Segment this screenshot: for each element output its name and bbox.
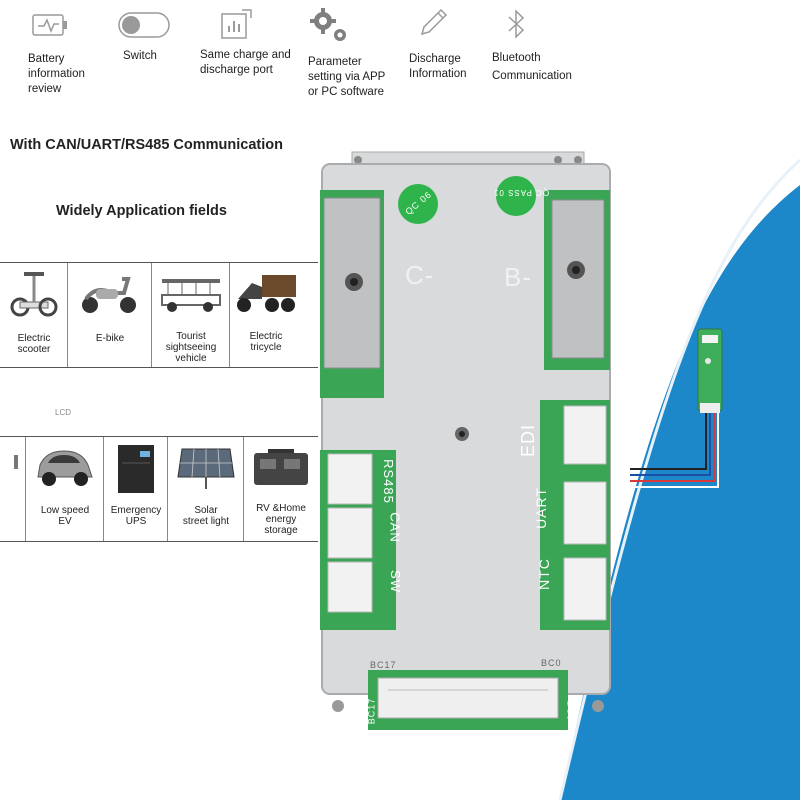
feature-label-line: Discharge — [409, 53, 461, 65]
section-title: Widely Application fields — [56, 203, 227, 219]
left-connectors — [327, 453, 373, 613]
right-connectors — [563, 405, 607, 621]
feature-charge-port: Same charge and discharge port — [198, 0, 303, 110]
feature-label-line: review — [28, 83, 62, 95]
bar-chart-icon — [221, 9, 252, 39]
qc-stamp-right: QC PASS 01 — [493, 188, 550, 197]
feature-label-line: Information — [409, 68, 467, 80]
uart-label: UART — [532, 487, 549, 529]
bluetooth-module — [630, 328, 723, 488]
edi-label: EDI — [518, 423, 539, 458]
toggle-switch-icon — [118, 12, 170, 38]
application-label: RV &Home — [256, 503, 306, 514]
application-label: Electric — [249, 331, 283, 342]
feature-label-line: Bluetooth — [492, 52, 541, 64]
application-label: sightseeing — [165, 342, 217, 353]
feature-label-line: Same charge and — [200, 49, 291, 61]
bluetooth-icon — [508, 9, 525, 39]
application-label: Electric — [17, 333, 51, 344]
tourist-vehicle-icon — [161, 279, 221, 312]
application-label: scooter — [17, 344, 51, 355]
feature-switch: Switch — [118, 0, 188, 110]
bc0-side-label: BC0 — [565, 700, 576, 722]
feature-label-line: or PC software — [308, 86, 385, 98]
energy-storage-icon — [254, 449, 308, 485]
application-label: street light — [182, 516, 230, 527]
rs485-label: RS485 — [380, 459, 396, 504]
bms-board — [320, 151, 611, 730]
b-minus-label: B- — [504, 262, 532, 292]
application-left-edge — [0, 437, 26, 541]
application-label: energy — [265, 514, 297, 525]
sw-label: SW — [387, 570, 403, 593]
feature-battery-info: Battery information review — [28, 0, 118, 110]
application-label: tricycle — [250, 342, 282, 353]
application-label: UPS — [125, 516, 147, 527]
module-wires — [630, 413, 719, 488]
pencil-icon — [420, 8, 448, 36]
solar-panel-icon — [177, 448, 235, 489]
application-e-bike: E-bike — [68, 263, 152, 367]
qc-sticker-right — [496, 176, 536, 216]
feature-label-line: setting via APP — [308, 71, 386, 83]
application-label: E-bike — [95, 333, 125, 344]
c-minus-label: C- — [405, 260, 435, 290]
application-label: Low speed — [40, 505, 90, 516]
balance-connector — [377, 677, 559, 719]
ups-icon — [118, 445, 154, 493]
feature-label-line: Communication — [492, 70, 572, 82]
bc0-top-label: BC0 — [541, 658, 562, 668]
application-label: Emergency — [110, 505, 162, 516]
electric-tricycle-icon — [237, 275, 296, 312]
application-label: Tourist — [176, 331, 206, 342]
bc17-side-label: BC17 — [366, 697, 377, 725]
feature-label-line: information — [28, 68, 85, 80]
can-label: CAN — [387, 512, 403, 543]
self-balancing-scooter-icon — [10, 272, 58, 317]
bc17-top-label: BC17 — [370, 660, 397, 670]
application-label: vehicle — [175, 353, 207, 364]
headline: With CAN/UART/RS485 Communication — [10, 137, 283, 153]
application-label: EV — [58, 516, 72, 527]
lcd-label: LCD — [55, 408, 72, 417]
gears-icon — [310, 8, 346, 41]
application-label: Solar — [194, 505, 218, 516]
small-car-icon — [37, 450, 93, 486]
battery-icon — [32, 14, 67, 36]
qc-sticker-left — [398, 184, 438, 224]
e-bike-icon — [82, 277, 136, 313]
feature-label-line: discharge port — [200, 64, 273, 76]
application-label: storage — [264, 525, 298, 536]
partial-icon — [14, 455, 18, 469]
ntc-label: NTC — [535, 558, 552, 590]
feature-label-line: Switch — [123, 50, 157, 62]
feature-parameter-setting: Parameter setting via APP or PC software — [308, 0, 403, 110]
feature-label-line: Battery — [28, 53, 65, 65]
feature-label-line: Parameter — [308, 56, 362, 68]
b-minus-terminal — [551, 199, 605, 359]
